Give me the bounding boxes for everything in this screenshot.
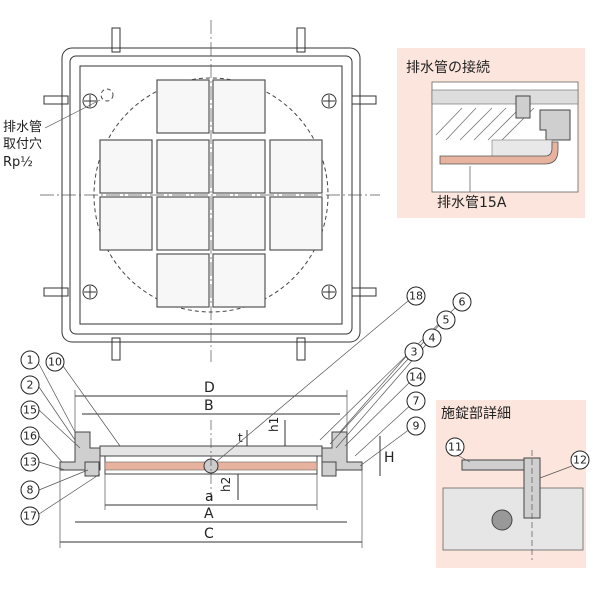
svg-text:4: 4	[429, 332, 436, 345]
cover-cell	[212, 253, 266, 308]
cover-cell	[156, 139, 210, 194]
callout-4: 4	[422, 328, 442, 348]
callout-18: 18	[406, 286, 426, 306]
callout-10: 10	[45, 352, 65, 372]
pipe-label: 排水管15A	[437, 195, 507, 211]
frame-section-left	[59, 431, 101, 471]
dim-a: a	[205, 489, 214, 505]
side-bracket	[321, 461, 337, 477]
svg-text:17: 17	[23, 510, 37, 523]
corner-bolt	[82, 93, 98, 109]
callout-12: 12	[570, 450, 590, 470]
cover-cell	[269, 139, 323, 194]
callout-7: 7	[406, 391, 426, 411]
side-bracket	[84, 461, 100, 477]
dim-H: H	[384, 450, 395, 466]
drain-hole-label-line1: 排水管	[3, 120, 42, 135]
dim-C: C	[204, 526, 214, 542]
callout-6: 6	[452, 292, 472, 312]
callout-17: 17	[20, 506, 40, 526]
section-view: D B a A C h1 h2 t H	[20, 286, 472, 548]
hatched-wall	[435, 107, 535, 141]
callout-9: 9	[406, 416, 426, 436]
detail-frame	[442, 487, 584, 551]
anchor-lug	[43, 95, 69, 105]
svg-text:7: 7	[413, 395, 420, 408]
top-view: 排水管 取付穴 Rp½	[3, 20, 380, 362]
dim-D: D	[204, 380, 215, 396]
corner-bolt	[321, 93, 337, 109]
callout-11: 11	[445, 437, 465, 457]
cover-cell	[156, 79, 210, 134]
svg-text:9: 9	[413, 420, 420, 433]
svg-text:13: 13	[23, 456, 37, 469]
cover-cell	[99, 139, 153, 194]
drain-hole-circle	[100, 88, 114, 102]
frame-section	[515, 95, 531, 119]
svg-text:1: 1	[27, 354, 34, 367]
opening-circle	[93, 77, 329, 313]
anchor-lug	[296, 337, 306, 361]
callout-8: 8	[20, 480, 40, 500]
callout-5: 5	[436, 310, 456, 330]
dim-t: t	[238, 431, 243, 445]
lock-pin	[491, 509, 513, 531]
anchor-lug	[296, 27, 306, 53]
anchor-lug	[351, 95, 377, 105]
callout-16: 16	[20, 426, 40, 446]
corner-bolt	[82, 284, 98, 300]
svg-text:15: 15	[23, 404, 37, 417]
drain-pipe	[439, 141, 559, 165]
drain-hole-leader	[44, 99, 101, 129]
callout-2: 2	[20, 375, 40, 395]
svg-text:12: 12	[573, 454, 587, 467]
anchor-lug	[43, 287, 69, 297]
inset-title: 排水管の接続	[406, 59, 490, 76]
svg-text:18: 18	[409, 290, 423, 303]
dim-h2: h2	[219, 477, 233, 492]
cover-cell	[212, 139, 266, 194]
cover-cell	[156, 253, 210, 308]
dim-h1: h1	[267, 417, 281, 432]
cover-cell	[212, 196, 266, 251]
svg-text:2: 2	[27, 379, 34, 392]
cover-cell	[269, 196, 323, 251]
svg-text:5: 5	[443, 314, 450, 327]
cover-cell	[156, 196, 210, 251]
lock-detail-inset: 施錠部詳細 11 12	[436, 400, 590, 568]
anchor-lug	[111, 27, 121, 53]
callout-13: 13	[20, 452, 40, 472]
drain-connection-inset: 排水管の接続 排水管15A	[397, 48, 585, 218]
svg-text:16: 16	[23, 430, 37, 443]
callout-14: 14	[406, 367, 426, 387]
inset-title: 施錠部詳細	[441, 406, 511, 422]
callout-15: 15	[20, 400, 40, 420]
callout-1: 1	[20, 350, 40, 370]
svg-text:14: 14	[409, 371, 423, 384]
drain-hole-label-line2: 取付穴	[3, 137, 42, 152]
paving-layer	[431, 89, 579, 105]
svg-text:6: 6	[459, 296, 466, 309]
svg-text:11: 11	[448, 441, 462, 454]
drain-hole-label-line3: Rp½	[3, 155, 33, 170]
lock-bar	[461, 459, 525, 471]
dim-A: A	[204, 506, 214, 522]
cover-cell	[99, 196, 153, 251]
callout-3: 3	[404, 342, 424, 362]
cover-cell	[212, 79, 266, 134]
callout-12-leader	[539, 465, 573, 479]
corner-bolt	[321, 284, 337, 300]
svg-text:10: 10	[48, 356, 62, 369]
svg-text:8: 8	[27, 484, 34, 497]
dim-B: B	[204, 398, 214, 414]
anchor-lug	[351, 287, 377, 297]
svg-text:3: 3	[411, 346, 418, 359]
anchor-lug	[111, 337, 121, 361]
